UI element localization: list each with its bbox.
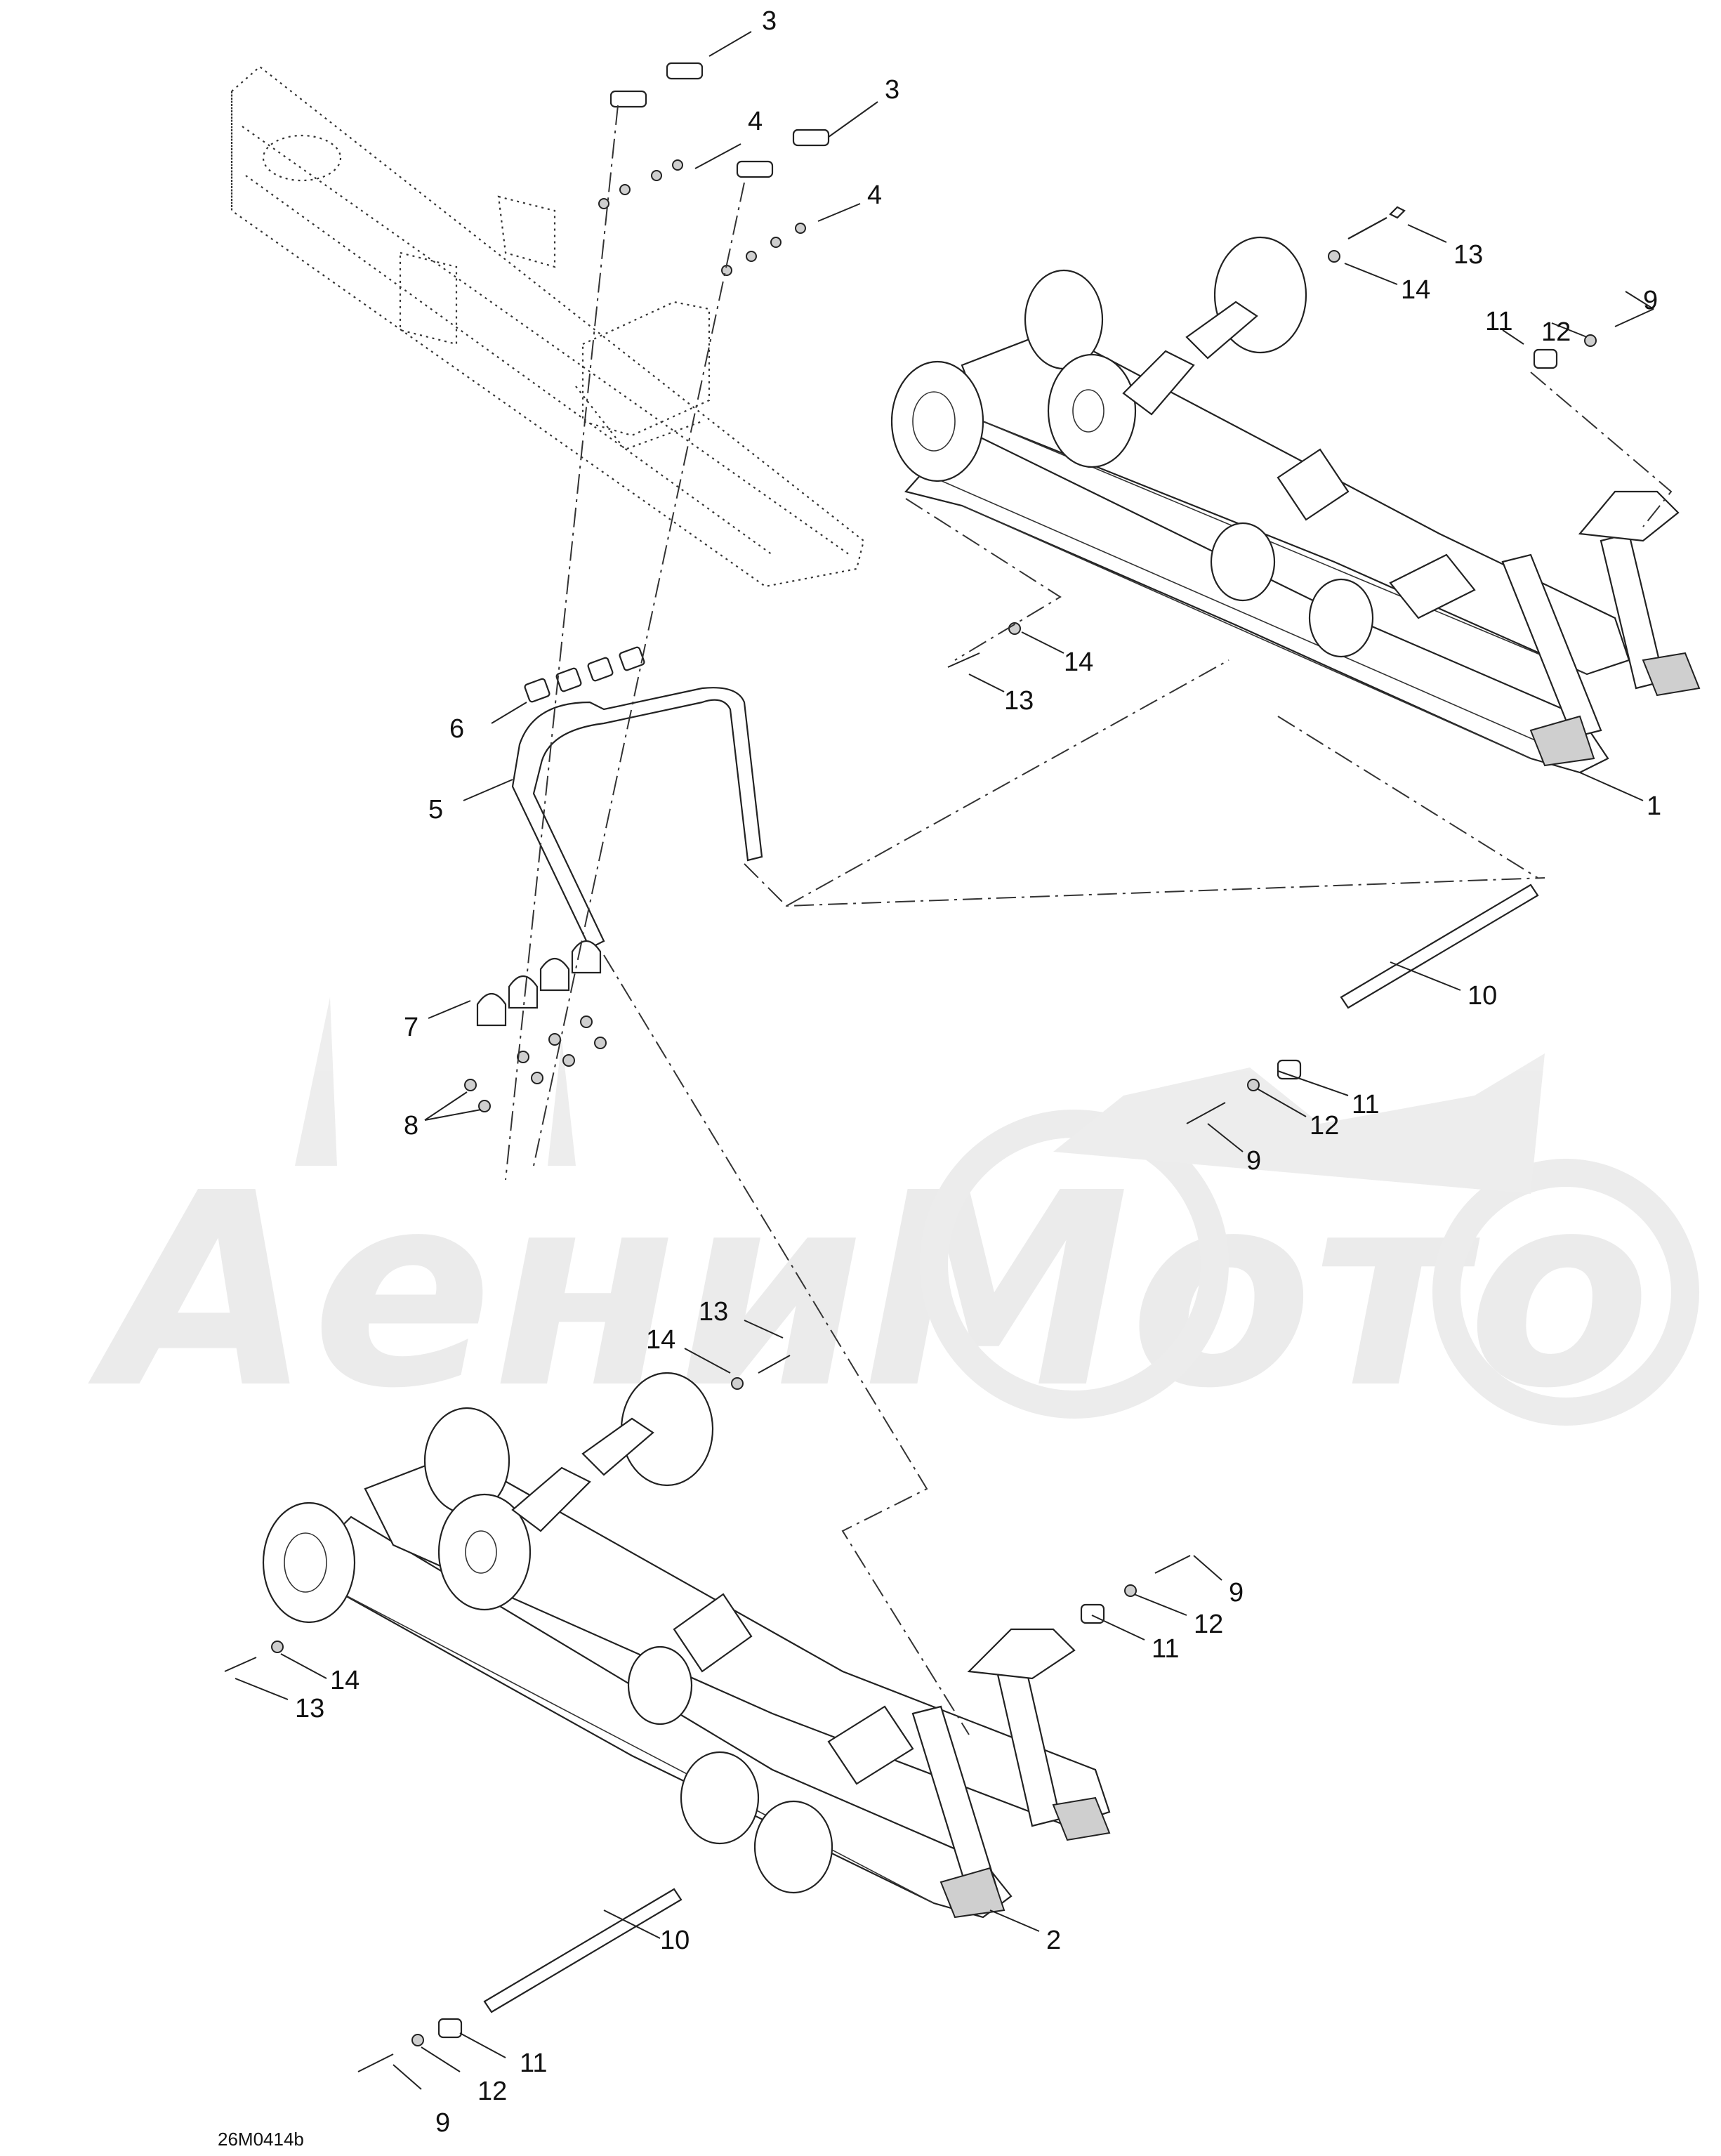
- callout-9: 9: [435, 2108, 450, 2138]
- callout-14: 14: [330, 1666, 360, 1695]
- callout-9: 9: [1246, 1146, 1261, 1176]
- watermark-wheel-icon: [920, 1110, 1229, 1419]
- callout-12: 12: [1541, 317, 1571, 347]
- idler-wheel-icon: [1308, 578, 1374, 658]
- callout-8: 8: [404, 1111, 418, 1141]
- idler-wheel-icon: [753, 1800, 833, 1894]
- callout-4: 4: [867, 180, 882, 210]
- callout-2: 2: [1046, 1926, 1061, 1955]
- callout-14: 14: [1064, 648, 1093, 677]
- rear-suspension-lower: [262, 1372, 1111, 1919]
- callout-labels: 3 3 4 4 13 14 9 12 11 14 13 6 5 1 10 11 …: [295, 6, 1661, 2138]
- callout-11: 11: [1352, 1090, 1379, 1119]
- callout-12: 12: [477, 2077, 507, 2106]
- idler-wheel-icon: [680, 1751, 760, 1845]
- clamps: [476, 940, 602, 1027]
- drawing-code: 26M0414b: [218, 2129, 304, 2150]
- callout-1: 1: [1647, 791, 1661, 821]
- watermark-wheel-icon: [1432, 1159, 1699, 1426]
- plates-and-washers: [598, 62, 830, 276]
- callout-9: 9: [1229, 1578, 1244, 1608]
- idler-wheel-icon: [1210, 522, 1276, 602]
- callout-12: 12: [1194, 1610, 1223, 1639]
- frame-reference: [230, 65, 865, 588]
- callout-13: 13: [295, 1694, 324, 1723]
- callout-5: 5: [428, 795, 443, 824]
- callout-14: 14: [1401, 275, 1430, 305]
- watermark-text: АениМото: [84, 1136, 1651, 1447]
- callout-10: 10: [660, 1926, 690, 1955]
- callout-14: 14: [646, 1325, 675, 1355]
- idler-wheel-icon: [890, 360, 984, 482]
- callout-9: 9: [1643, 286, 1658, 315]
- idler-wheel-icon: [262, 1501, 356, 1624]
- watermark-skyline-icon: [295, 997, 1545, 1194]
- nuts: [464, 1015, 607, 1112]
- leader-lines: [235, 31, 1654, 2090]
- callout-13: 13: [1004, 686, 1034, 716]
- idler-wheel-icon: [627, 1645, 693, 1726]
- hardware: [224, 206, 1654, 2072]
- rear-suspension-upper: [890, 236, 1701, 774]
- callout-11: 11: [1485, 307, 1512, 336]
- idler-wheel-icon: [437, 1493, 532, 1611]
- callout-10: 10: [1468, 981, 1497, 1011]
- bushings: [524, 646, 645, 703]
- callout-6: 6: [449, 714, 464, 744]
- watermark: АениМото: [84, 997, 1699, 1447]
- idler-wheel-icon: [1047, 353, 1137, 468]
- callout-13: 13: [699, 1297, 728, 1327]
- hoop-bar: [511, 687, 763, 949]
- callout-7: 7: [404, 1013, 418, 1042]
- callout-11: 11: [1152, 1634, 1179, 1664]
- callout-4: 4: [748, 107, 763, 136]
- callout-3: 3: [885, 75, 899, 105]
- shaft-upper: [1340, 883, 1539, 1009]
- callout-11: 11: [520, 2049, 547, 2078]
- callout-12: 12: [1310, 1111, 1339, 1141]
- callout-13: 13: [1453, 240, 1483, 270]
- shaft-lower: [483, 1888, 683, 2013]
- assembly-lines: [505, 105, 1673, 1735]
- callout-3: 3: [762, 6, 777, 36]
